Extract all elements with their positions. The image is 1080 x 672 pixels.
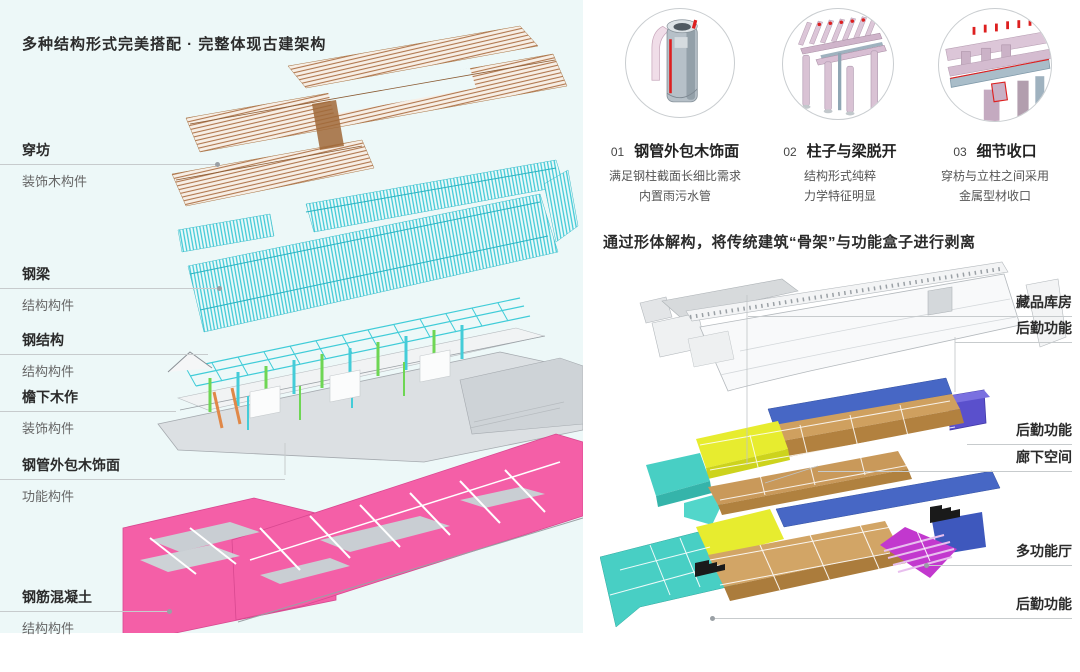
right-label-corridor: 廊下空间 <box>818 447 1072 472</box>
layer-steel-beams <box>177 159 579 333</box>
detail-title: 钢管外包木饰面 <box>634 143 740 160</box>
detail-description: 穿枋与立柱之间采用 金属型材收口 <box>940 169 1049 203</box>
layer-name: 钢筋混凝土 <box>22 589 92 605</box>
right-label-logistics-1: 后勤功能 <box>955 318 1072 343</box>
layer-name: 钢管外包木饰面 <box>22 457 120 473</box>
leader-dot <box>924 563 929 568</box>
exploded-axon-drawing <box>122 25 583 633</box>
detail-number: 01 <box>610 145 625 159</box>
skeleton-roof <box>639 261 1067 392</box>
detail-item-02: 02 柱子与梁脱开 结构形式纯粹 力学特征明显 <box>755 140 925 206</box>
leader-line <box>0 479 285 480</box>
leader-line <box>924 563 1072 568</box>
layer-wood-lattice <box>171 25 568 207</box>
detail-circle-joint <box>938 8 1052 122</box>
layer-label-concrete: 钢筋混凝土 结构构件 <box>0 587 172 637</box>
layer-type: 功能构件 <box>22 489 75 504</box>
layer-name: 檐下木作 <box>22 389 78 405</box>
detail-number: 03 <box>953 145 967 159</box>
layer-type: 结构构件 <box>22 364 75 379</box>
detail-item-01: 01 钢管外包木饰面 满足钢柱截面长细比需求 内置雨污水管 <box>590 140 760 206</box>
leader-line <box>0 286 222 291</box>
layer-label-steel-beam: 钢梁 结构构件 <box>0 264 222 314</box>
leader-line <box>0 609 172 614</box>
right-label-logistics-3: 后勤功能 <box>710 594 1072 621</box>
detail-description: 满足钢柱截面长细比需求 内置雨污水管 <box>608 169 741 203</box>
layer-concrete <box>122 433 583 633</box>
right-label-logistics-2: 后勤功能 <box>967 420 1072 445</box>
detail-circle-clad-tube <box>625 8 735 118</box>
joint-detail-illustration <box>945 17 1051 121</box>
stair-icon <box>695 560 725 577</box>
leader-line <box>748 316 1072 317</box>
detail-number: 02 <box>783 145 797 159</box>
layer-name: 钢结构 <box>22 332 64 348</box>
leader-dot <box>710 616 715 621</box>
leader-line <box>818 471 1072 472</box>
right-label-storage: 藏品库房 <box>748 292 1072 317</box>
layer-label-chuanfang: 穿坊 装饰木构件 <box>0 140 220 190</box>
layer-type: 装饰构件 <box>22 421 75 436</box>
leader-line <box>0 411 176 412</box>
right-leader-connectors <box>746 295 956 484</box>
leader-line <box>967 444 1072 445</box>
stair-icon <box>930 505 960 523</box>
layer-label-steel-structure: 钢结构 结构构件 <box>0 330 208 380</box>
column-beam-illustration <box>798 15 887 116</box>
layer-name: 钢梁 <box>22 266 50 282</box>
deconstruction-drawing <box>600 261 1067 628</box>
right-panel-title: 通过形体解构，将传统建筑“骨架”与功能盒子进行剥离 <box>603 234 976 251</box>
layer-name: 穿坊 <box>22 142 50 158</box>
leader-dot <box>167 609 172 614</box>
clad-tube-illustration <box>651 19 698 103</box>
leader-dot <box>217 286 222 291</box>
layer-steel-structure <box>157 297 583 463</box>
leader-line <box>955 342 1072 343</box>
right-label-multifunction: 多功能厅 <box>924 541 1072 568</box>
layer-type: 结构构件 <box>22 298 75 313</box>
layer-label-eave-wood: 檐下木作 装饰构件 <box>0 387 176 437</box>
left-panel: 多种结构形式完美搭配 · 完整体现古建架构 穿坊 装饰木构件 钢梁 结构构件 钢… <box>0 0 583 636</box>
leader-line <box>710 616 1072 621</box>
layer-type: 结构构件 <box>22 621 75 636</box>
leader-line <box>0 162 220 167</box>
detail-description: 结构形式纯粹 力学特征明显 <box>803 169 876 203</box>
layer-label-clad-tube: 钢管外包木饰面 功能构件 <box>0 455 285 505</box>
detail-title: 细节收口 <box>976 143 1037 160</box>
function-boxes-bottom <box>600 470 1001 628</box>
leader-dot <box>215 162 220 167</box>
function-boxes-middle <box>646 377 990 525</box>
leader-line <box>0 354 208 355</box>
detail-title: 柱子与梁脱开 <box>806 143 897 160</box>
left-panel-title: 多种结构形式完美搭配 · 完整体现古建架构 <box>22 36 327 53</box>
detail-item-03: 03 细节收口 穿枋与立柱之间采用 金属型材收口 <box>915 140 1075 206</box>
layer-type: 装饰木构件 <box>22 174 88 189</box>
detail-circle-column-beam <box>782 8 894 120</box>
